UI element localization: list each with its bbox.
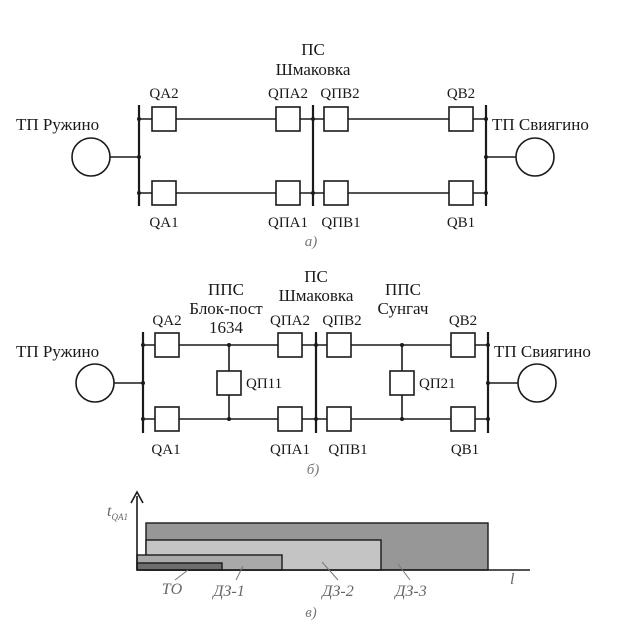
zone-to-bar [136,562,223,571]
junction-dot [486,381,490,385]
zone-to-label: ТО [162,581,183,598]
source-right-generator-icon [515,137,555,177]
source-right-label: ТП Свиягино [492,115,589,134]
breaker-label: QA2 [149,86,178,102]
junction-dot [227,417,231,421]
junction-dot [400,343,404,347]
breaker-qb1 [450,406,476,432]
source-right-label: ТП Свиягино [494,342,591,361]
junction-dot [486,417,490,421]
breaker-label: QПB1 [321,215,360,231]
substation-center-line2: Шмаковка [279,286,354,305]
substation-left-line2: Блок-пост [189,299,263,318]
y-axis-label: tQA1 [107,503,128,522]
breaker-qpa1 [277,406,303,432]
breaker-qpa1 [275,180,301,206]
junction-dot [484,117,488,121]
leader-dz1 [235,565,244,581]
junction-dot [311,117,315,121]
breaker-label: QПA2 [270,313,310,329]
source-left-generator-icon [75,363,115,403]
zone-dz1-label: ДЗ-1 [211,583,244,600]
breaker-qa1 [151,180,177,206]
breaker-label: QПA1 [268,215,308,231]
breaker-label: QПB1 [328,442,367,458]
junction-dot [486,343,490,347]
y-axis-arrow-icon [130,490,144,504]
junction-dot [137,117,141,121]
x-axis-label: l [510,571,515,588]
panel-b: ПС Шмаковка ППС Блок-пост 1634 ППС Сунга… [16,267,591,478]
leader-dz3 [397,563,411,581]
breaker-qa2 [154,332,180,358]
breaker-label: QПA1 [270,442,310,458]
substation-right-line2: Сунгач [378,299,429,318]
zone-dz2-label: ДЗ-2 [320,583,353,600]
breaker-label: QA1 [151,442,180,458]
panel-c-caption: в) [305,605,317,621]
breaker-qpb1 [323,180,349,206]
breaker-qpb2 [323,106,349,132]
panel-b-caption: б) [307,462,320,478]
substation-left-line1: ППС [208,280,244,299]
junction-dot [400,417,404,421]
sectionalizer-label: QП21 [419,376,456,392]
substation-label-line2: Шмаковка [276,60,351,79]
breaker-label: QПB2 [322,313,361,329]
breaker-label: QB1 [451,442,479,458]
y-axis-label-main: t [107,503,112,520]
junction-dot [311,191,315,195]
breaker-qa1 [154,406,180,432]
junction-dot [141,343,145,347]
panel-a: ПС Шмаковка ТП Ружино ТП Свиягино QA2 Q [16,40,589,250]
breaker-qb2 [450,332,476,358]
breaker-qa2 [151,106,177,132]
source-left-generator-icon [71,137,111,177]
breaker-label: QB1 [447,215,475,231]
junction-dot [227,343,231,347]
substation-label-line1: ПС [301,40,325,59]
source-left-label: ТП Ружино [16,342,99,361]
junction-dot [314,417,318,421]
junction-dot [137,155,141,159]
sectionalizer-qp11 [216,370,242,396]
junction-dot [484,155,488,159]
sectionalizer-qp21 [389,370,415,396]
breaker-label: QA2 [152,313,181,329]
breaker-qb2 [448,106,474,132]
panel-a-caption: а) [305,234,318,250]
zone-dz3-label: ДЗ-3 [393,583,426,600]
breaker-label: QB2 [449,313,477,329]
breaker-label: QB2 [447,86,475,102]
leader-to [174,569,189,581]
junction-dot [484,191,488,195]
breaker-qpb2 [326,332,352,358]
leader-dz2 [321,561,339,581]
y-axis-label-subscript: QA1 [111,512,128,522]
substation-left-line3: 1634 [209,318,244,337]
junction-dot [141,381,145,385]
breaker-label: QПA2 [268,86,308,102]
breaker-qpb1 [326,406,352,432]
substation-right-line1: ППС [385,280,421,299]
junction-dot [137,191,141,195]
breaker-qpa2 [277,332,303,358]
sectionalizer-label: QП11 [246,376,282,392]
junction-dot [141,417,145,421]
panel-c: tQA1 l ТО ДЗ-1 ДЗ-2 ДЗ-3 в) [107,490,530,621]
breaker-label: QПB2 [320,86,359,102]
junction-dot [314,343,318,347]
substation-center-line1: ПС [304,267,328,286]
source-right-generator-icon [517,363,557,403]
source-left-label: ТП Ружино [16,115,99,134]
breaker-label: QA1 [149,215,178,231]
breaker-qpa2 [275,106,301,132]
breaker-qb1 [448,180,474,206]
